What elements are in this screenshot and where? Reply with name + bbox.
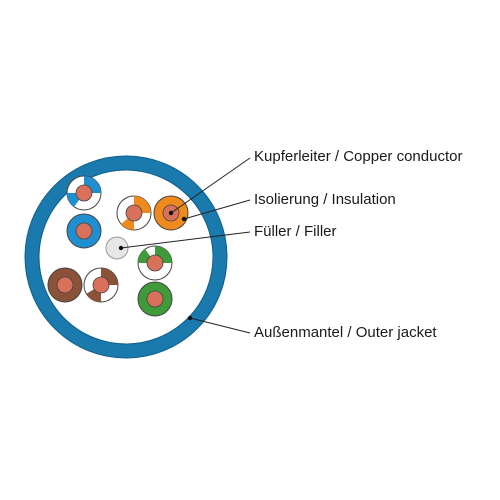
label-filler: Füller / Filler bbox=[254, 223, 337, 240]
outer-jacket bbox=[25, 156, 227, 358]
wire-green-solid bbox=[137, 281, 173, 317]
copper-conductor bbox=[56, 276, 74, 294]
leader-dot-copper bbox=[168, 210, 174, 216]
wire-green-striped bbox=[137, 245, 173, 281]
leader-lines bbox=[120, 157, 251, 334]
leader-dot-jacket bbox=[187, 315, 193, 321]
wire-pair-blue bbox=[66, 175, 102, 249]
label-insulation: Isolierung / Insulation bbox=[254, 191, 396, 208]
leader-copper bbox=[170, 157, 251, 214]
wire-pair-green bbox=[137, 245, 173, 317]
filler-element bbox=[105, 236, 129, 260]
wire-brown-striped bbox=[83, 267, 119, 303]
wire-blue-solid bbox=[66, 213, 102, 249]
outer-jacket-outline-outer bbox=[24, 155, 228, 359]
wire-pair-brown bbox=[47, 267, 119, 303]
leader-jacket bbox=[189, 317, 251, 334]
label-outer-jacket: Außenmantel / Outer jacket bbox=[254, 324, 437, 341]
copper-conductor bbox=[75, 222, 93, 240]
leader-insulation bbox=[183, 199, 251, 220]
copper-conductor bbox=[125, 204, 143, 222]
copper-conductor bbox=[146, 254, 164, 272]
leader-dot-filler bbox=[118, 245, 124, 251]
copper-conductor bbox=[75, 184, 93, 202]
copper-conductor bbox=[146, 290, 164, 308]
label-copper-conductor: Kupferleiter / Copper conductor bbox=[254, 148, 463, 165]
wire-brown-solid bbox=[47, 267, 83, 303]
copper-conductor bbox=[92, 276, 110, 294]
leader-filler bbox=[120, 231, 251, 249]
leader-dot-insulation bbox=[181, 216, 187, 222]
wire-blue-striped bbox=[66, 175, 102, 211]
wire-orange-striped bbox=[116, 195, 152, 231]
leader-dots bbox=[118, 210, 193, 321]
outer-jacket-outline-inner bbox=[38, 169, 214, 345]
